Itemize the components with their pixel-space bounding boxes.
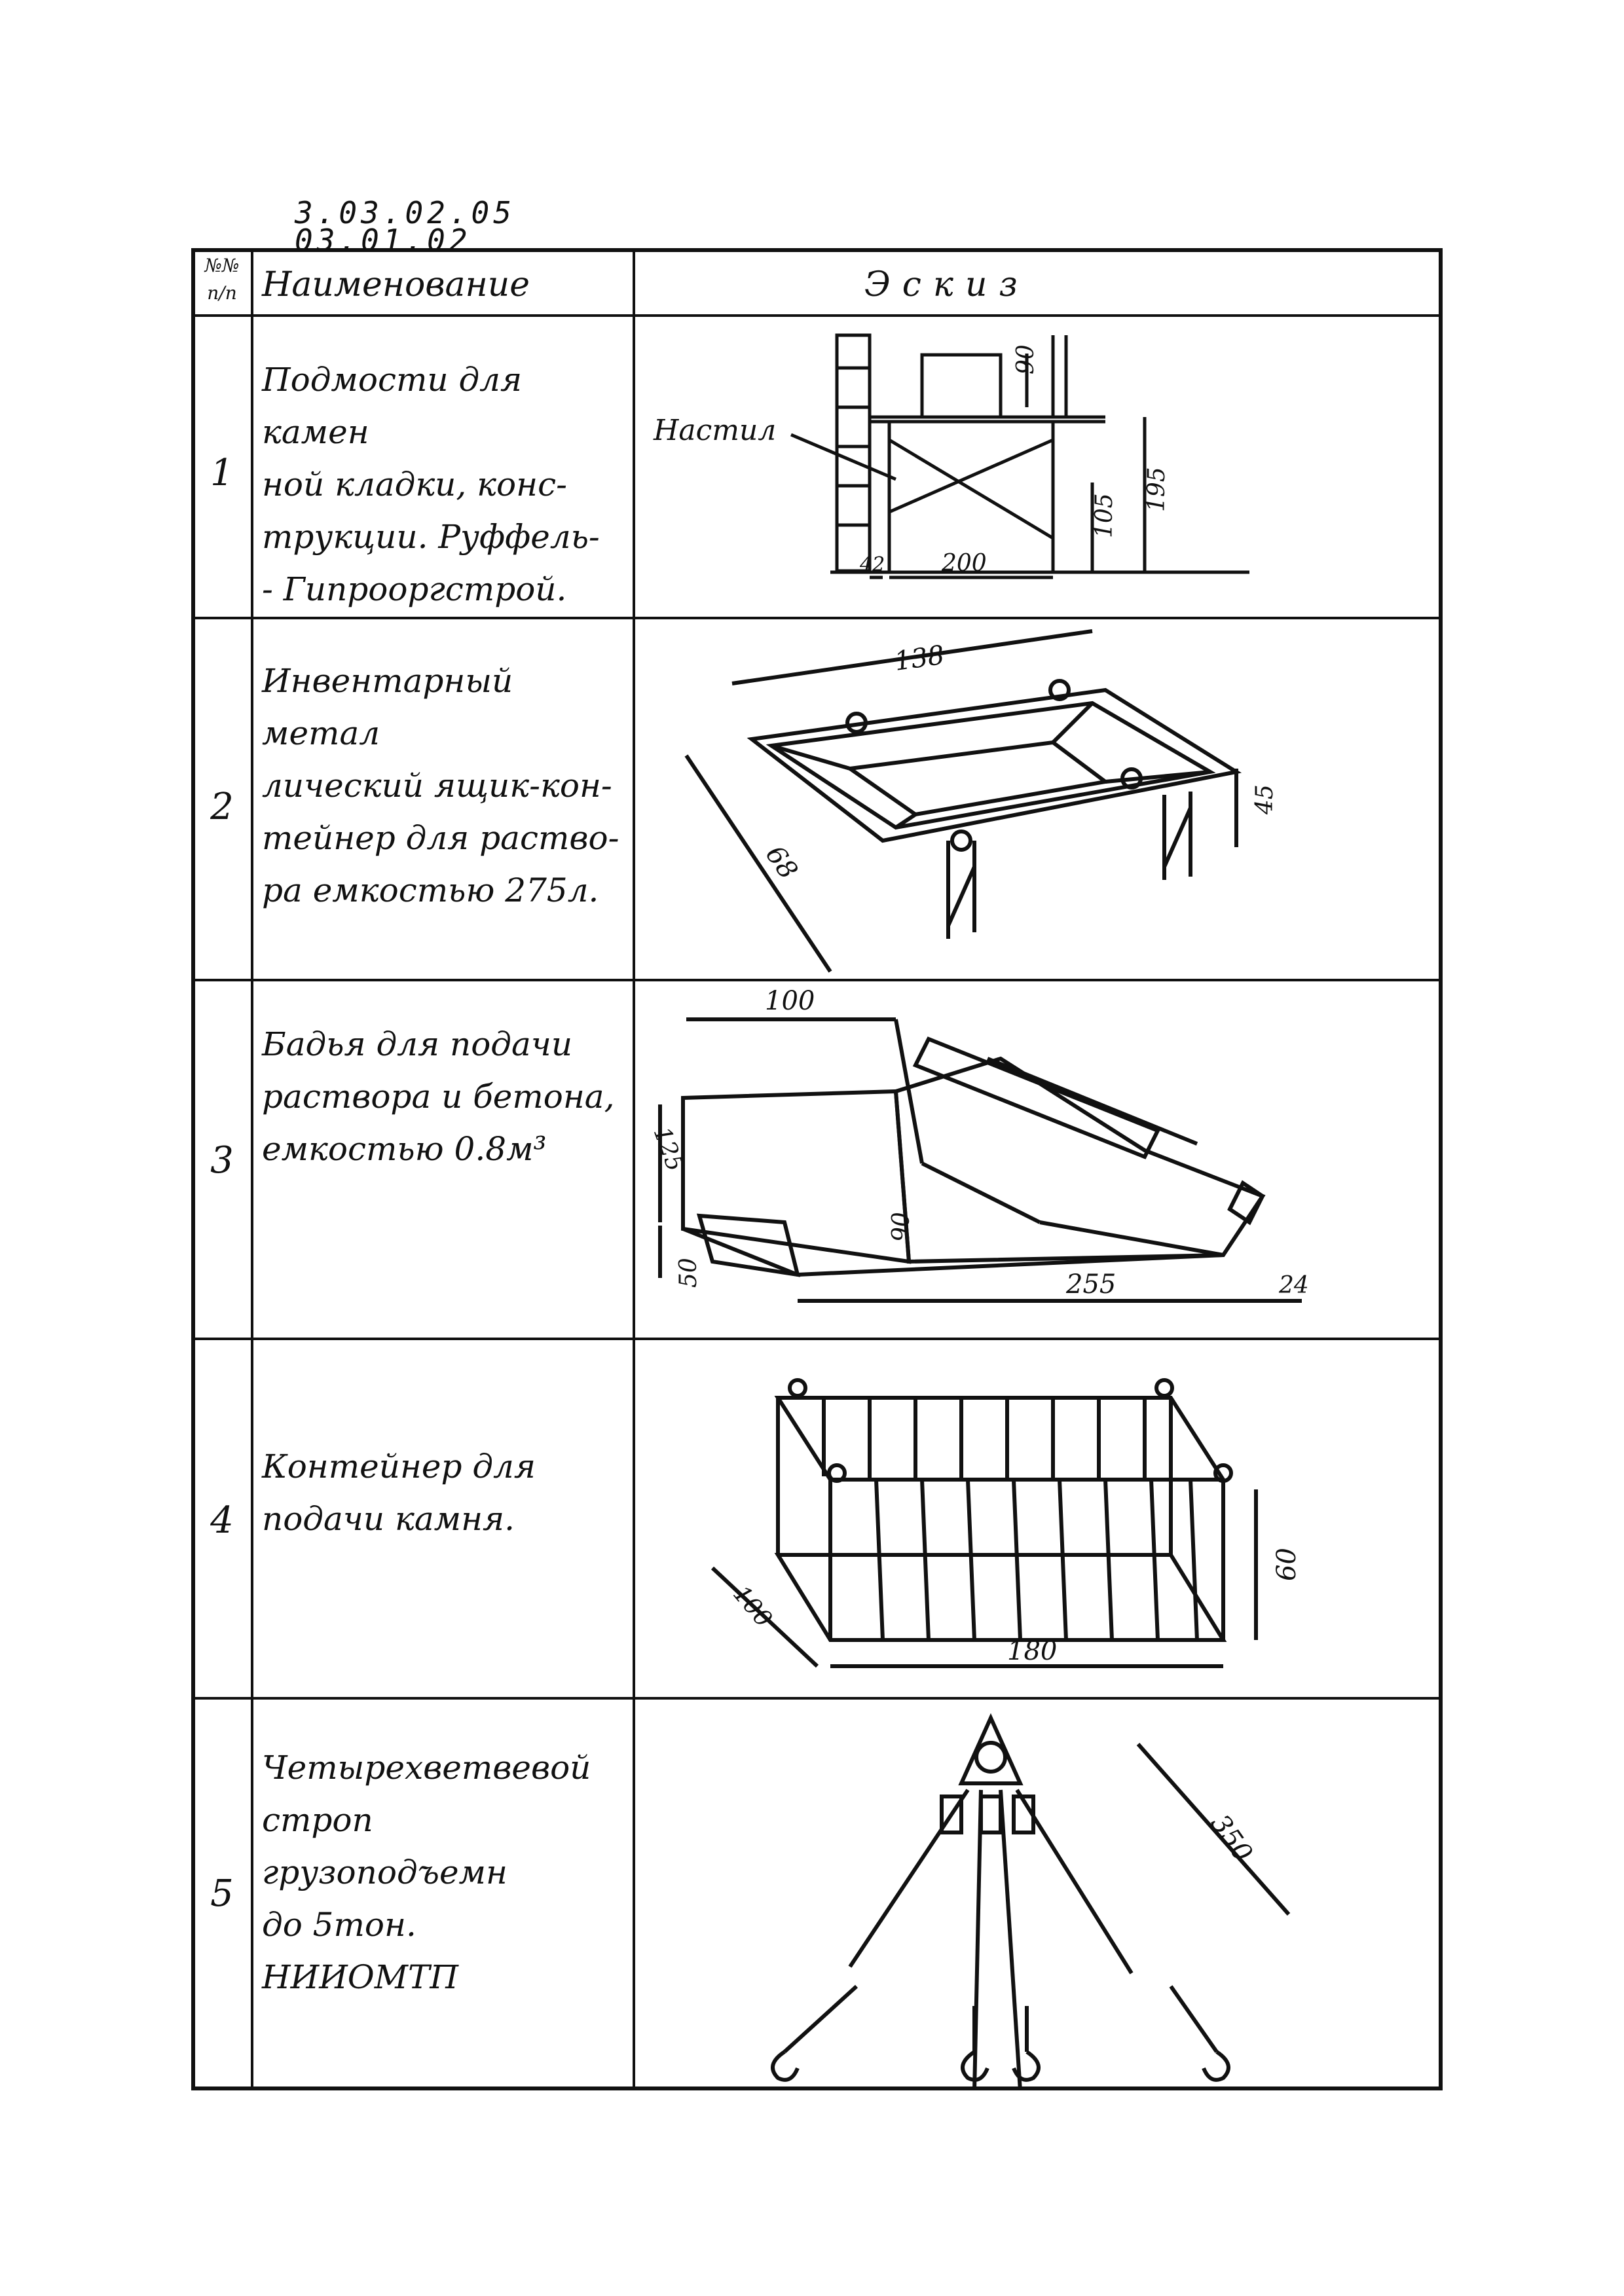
header-name: Наименование	[262, 265, 530, 304]
row-1-dim-42: 42	[859, 553, 885, 576]
row-1-dim-195: 195	[1143, 467, 1170, 512]
row-1-dim-200: 200	[941, 550, 987, 577]
row-1-dim-105: 105	[1091, 493, 1118, 538]
row-1-name: Подмости для камен ной кладки, конс- тру…	[262, 361, 600, 608]
row-3-bucket-sketch: 100 125 50 90 255 24	[648, 986, 1309, 1303]
row-3-dim-100: 100	[765, 986, 815, 1016]
row-1-callout-label: Настил	[653, 414, 776, 447]
header-sketch: Эскиз	[864, 265, 1029, 304]
row-4-name: Контейнер для подачи камня.	[262, 1448, 536, 1538]
row-3-num: 3	[210, 1139, 234, 1182]
row-5-name: Четырехветвевой строп грузоподъемн до 5т…	[262, 1749, 591, 1996]
row-3-dim-255: 255	[1065, 1269, 1116, 1300]
row-2-dim-45: 45	[1251, 784, 1278, 815]
row-2-dim-138: 138	[893, 640, 946, 677]
row-5-dim-350: 350	[1205, 1809, 1258, 1867]
row-3-name: Бадья для подачи раствора и бетона, емко…	[262, 1025, 615, 1168]
header-num: №№ п/п	[204, 255, 240, 304]
doc-code-line1: 3.03.02.05	[295, 195, 515, 230]
row-1-dim-90: 90	[1012, 344, 1039, 374]
row-4-dim-180: 180	[1007, 1636, 1057, 1666]
row-1-scaffold-sketch: Настил 90 195 105 42 200	[653, 333, 1249, 579]
row-3-dim-24: 24	[1278, 1272, 1309, 1299]
row-5-sling-sketch: 350	[771, 1713, 1291, 2088]
row-3-dim-90: 90	[888, 1212, 915, 1242]
row-5-num: 5	[210, 1872, 234, 1915]
row-4-num: 4	[210, 1499, 234, 1542]
row-4-stone-container-sketch: 60 100 180	[710, 1378, 1302, 1668]
row-2-name: Инвентарный метал лический ящик-кон- тей…	[262, 662, 619, 909]
row-2-mortar-box-sketch: 138 68 45	[684, 629, 1278, 973]
row-1-num: 1	[210, 452, 234, 494]
row-3-dim-50: 50	[675, 1258, 702, 1288]
row-4-dim-60: 60	[1272, 1548, 1302, 1581]
row-2-num: 2	[210, 786, 234, 828]
